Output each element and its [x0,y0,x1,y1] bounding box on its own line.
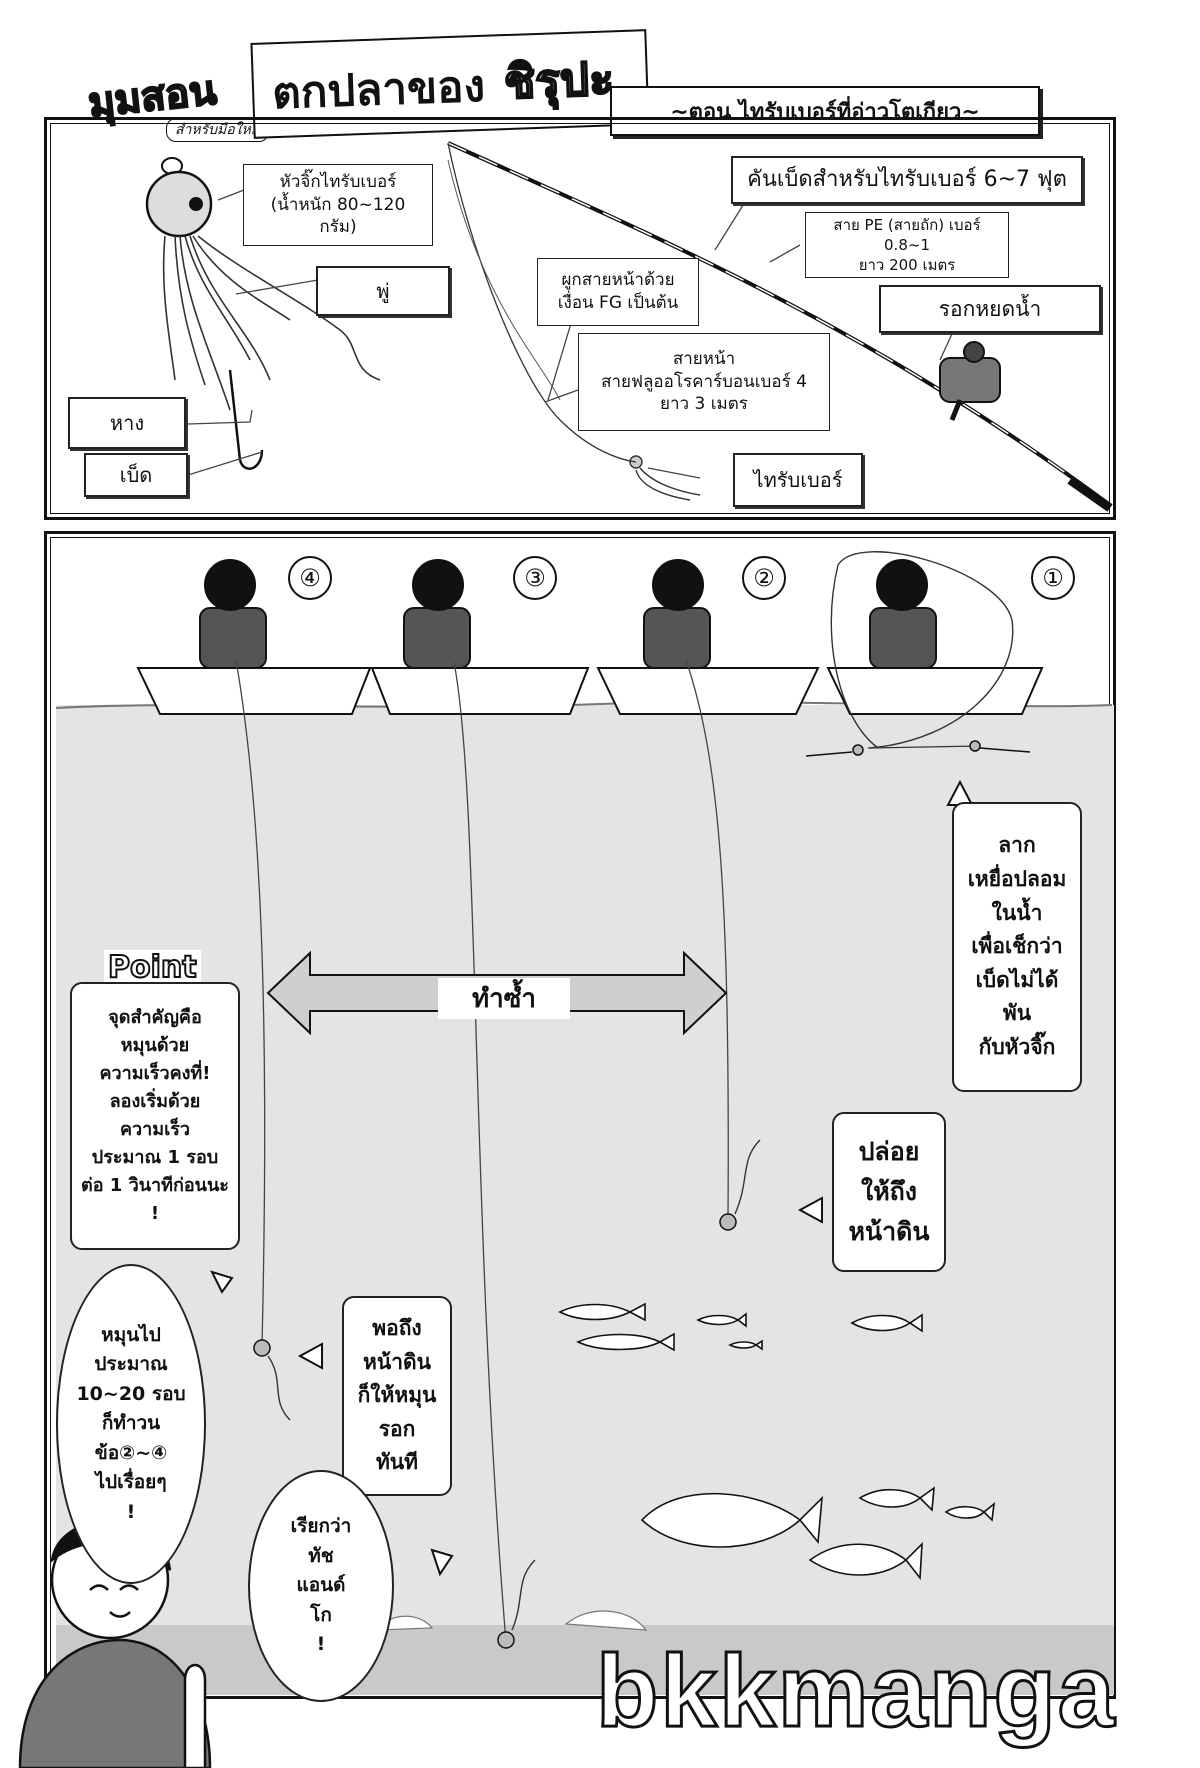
tail-label: หาง [68,397,186,449]
episode-title: ~ตอน ไทรับเบอร์ที่อ่าวโตเกียว~ [670,99,980,125]
fish-icons [558,1302,996,1581]
rod-label: คันเบ็ดสำหรับไทรับเบอร์ 6~7 ฟุต [731,156,1083,204]
episode-banner: ~ตอน ไทรับเบอร์ที่อ่าวโตเกียว~ [610,86,1040,136]
watermark-logo: bkkmanga [595,1633,1117,1750]
touch-and-go-bubble: เรียกว่า ทัช แอนด์ โก ! [248,1470,394,1702]
reel-label: รอกหยดน้ำ [879,285,1101,333]
fishing-rod-icon [447,141,1113,512]
tackle-illustration [145,141,1113,512]
pointer-arrows [210,779,974,1577]
knot-label: ผูกสายหน้าด้วย เงื่อน FG เป็นต้น [537,258,699,326]
sea-bed [56,1625,1114,1695]
hook-label: เบ็ด [84,453,188,497]
skirt-icon [162,235,381,411]
drop-to-bottom-callout: ปล่อย ให้ถึง หน้าดิน [832,1112,946,1272]
step-number-3: ③ [513,556,557,600]
repeat-label: ทำซ้ำ [438,978,570,1019]
main-line [447,142,637,463]
jig-head-label: หัวจิ๊กไทรับเบอร์ (น้ำหนัก 80~120 กรัม) [243,164,433,246]
underwater-lure-icons [253,1213,737,1649]
drag-check-callout: ลาก เหยื่อปลอม ในน้ำ เพื่อเช็กว่า เบ็ดไม… [952,802,1082,1092]
jig-head-icon [145,157,213,238]
step-number-4: ④ [288,556,332,600]
step-number-1: ① [1031,556,1075,600]
lure-label: ไทรับเบอร์ [733,453,863,507]
repeat-turns-bubble: หมุนไป ประมาณ 10~20 รอบ ก็ทำวน ข้อ②~④ ไป… [56,1264,206,1584]
reel-icon [939,341,1001,421]
steps-panel [44,531,1116,1699]
tackle-panel-inner-border [50,123,1110,514]
surface-lure-icons [805,740,1031,757]
point-title: Point [104,949,201,986]
step-number-2: ② [742,556,786,600]
boat-icons [136,667,1044,715]
reel-in-callout: พอถึง หน้าดิน ก็ให้หมุน รอก ทันที [342,1296,452,1496]
corner-subtitle: สำหรับมือใหม่ [166,118,269,142]
point-callout: จุดสำคัญคือ หมุนด้วย ความเร็วคงที่! ลองเ… [70,982,240,1250]
angler-figures [199,559,937,669]
main-line-label: สาย PE (สายถัก) เบอร์ 0.8~1 ยาว 200 เมตร [805,212,1009,278]
hook-icon [228,369,264,470]
leader-label: สายหน้า สายฟลูออโรคาร์บอนเบอร์ 4 ยาว 3 เ… [578,333,830,431]
tackle-panel [44,117,1116,520]
leader-line [447,159,561,401]
skirt-label: พู่ [316,266,450,316]
